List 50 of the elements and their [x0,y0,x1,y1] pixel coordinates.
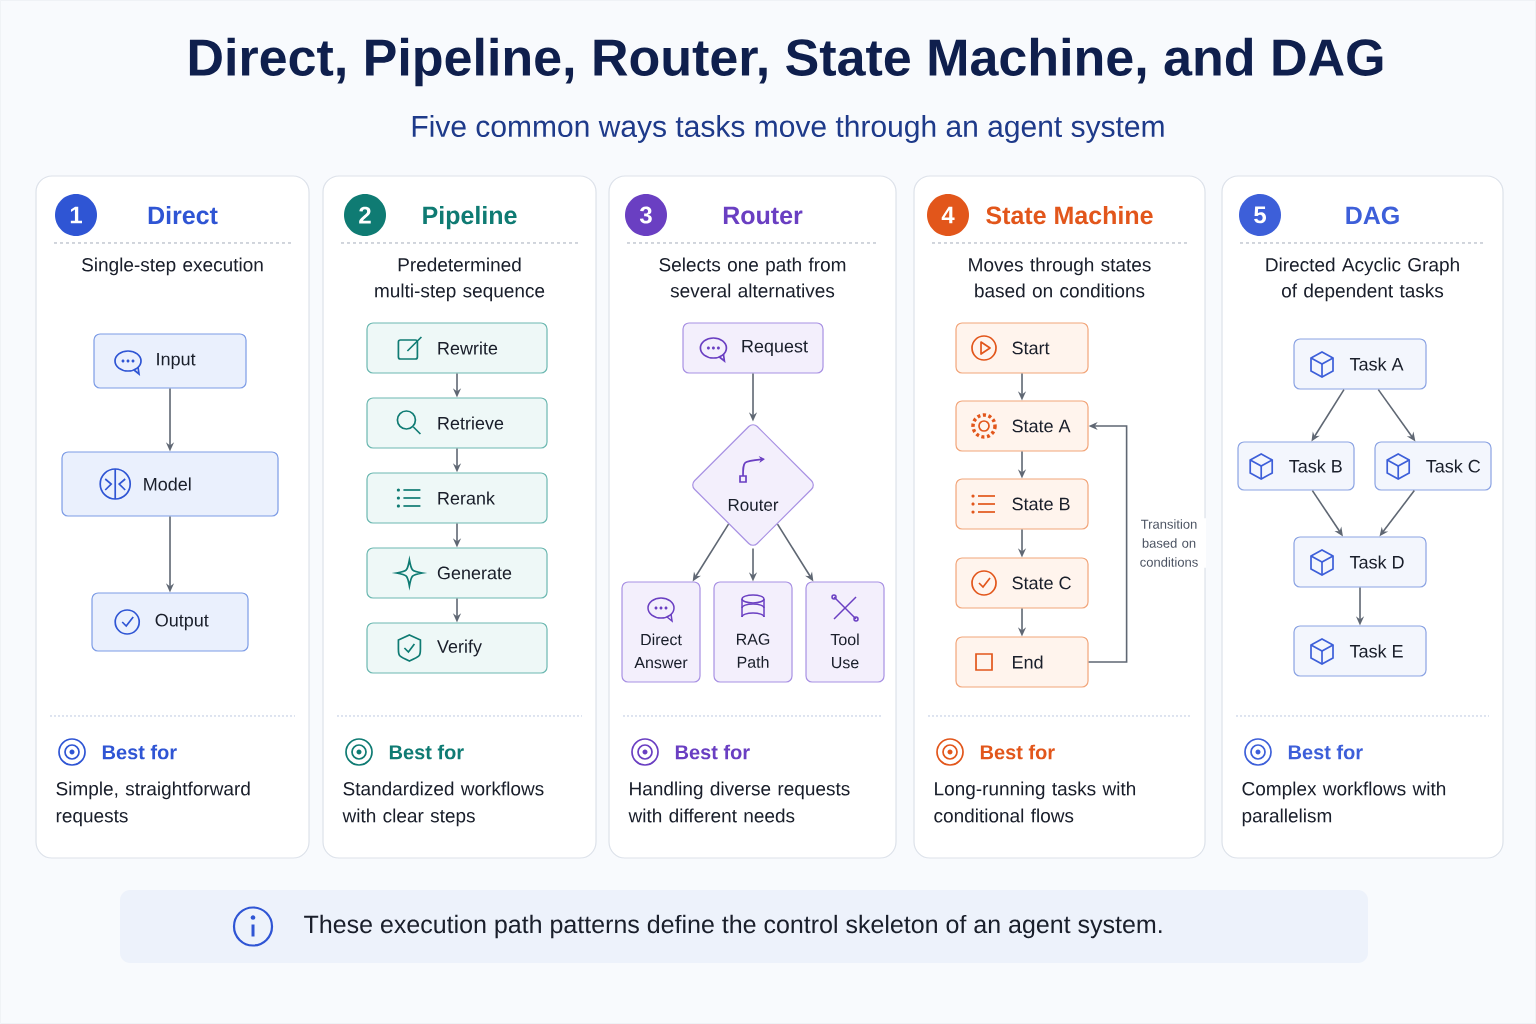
best-for-text: Complex workflows with parallelism [1242,781,1446,827]
best-for-text: Long-running tasks with conditional flows [934,781,1136,823]
process-box: Input [93,333,247,389]
subtitle: Five common ways tasks move through an agent system [412,115,1164,143]
process-box: Task C [1374,441,1492,491]
info-banner: These execution path patterns define the control skeleton of an agent system. [120,890,1368,963]
panel-title: Direct [148,205,218,225]
process-box: Task B [1237,441,1355,491]
process-box: Model [61,451,279,517]
best-for-text: Handling diverse requests with different needs [628,781,850,823]
process-box: Task D [1293,536,1427,588]
process-box: Rerank [366,472,548,524]
number-badge: 3 [625,194,667,236]
edge-label: Transition based on conditions [1132,518,1206,568]
panel-title: DAG [1346,206,1399,225]
panel-title: Pipeline [423,205,517,230]
process-box: Output [91,592,249,652]
option-box: Tool Use [805,581,885,683]
number-badge: 4 [927,194,969,236]
best-for-heading: Best for [980,744,1055,760]
process-box: State B [955,478,1089,530]
process-box: Request [682,322,824,374]
title: Direct, Pipeline, Router, State Machine, and DAG [189,37,1383,87]
process-box: State C [955,557,1089,609]
best-for-text: Simple, straightforward requests [56,781,250,827]
number-badge: 1 [55,194,97,236]
process-box: Verify [366,622,548,674]
number-badge: 5 [1239,194,1281,236]
process-box: Retrieve [366,397,548,449]
process-box: End [955,636,1089,688]
panel-subtitle: Selects one path from several alternatives [659,257,846,298]
best-for-heading: Best for [675,744,750,760]
panel-subtitle: Predetermined multi-step sequence [375,257,545,302]
process-box: Task E [1293,625,1427,677]
number-badge: 2 [344,194,386,236]
best-for-text: Standardized workflows with clear steps [342,781,544,827]
best-for-heading: Best for [389,744,464,760]
option-box: RAG Path [713,581,793,683]
panel-subtitle: Moves through states based on conditions [969,257,1151,298]
best-for-heading: Best for [1288,744,1363,760]
panel-subtitle: Directed Acyclic Graph of dependent tasks [1266,257,1459,302]
panel-title: Router [723,206,803,225]
process-box: State A [955,400,1089,452]
process-box: Task A [1293,338,1427,390]
panel-subtitle: Single-step execution [82,257,263,276]
process-box: Start [955,322,1089,374]
process-box: Rewrite [366,322,548,374]
panel-title: State Machine [986,205,1153,225]
best-for-heading: Best for [102,744,177,760]
option-box: Direct Answer [621,581,701,683]
